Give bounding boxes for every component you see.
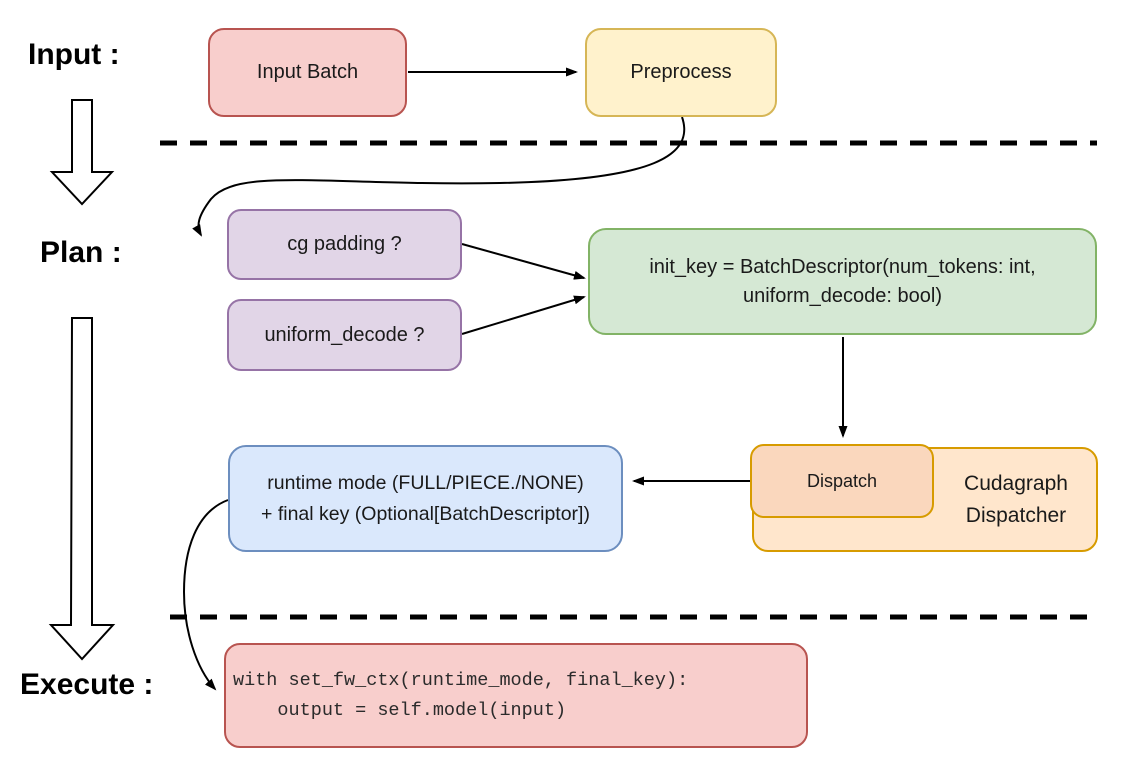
input-batch-label: Input Batch (256, 61, 359, 83)
execute-code-line2: output = self.model(input) (233, 699, 567, 721)
cudagraph-dispatcher-label: Cudagraph Dispatcher (934, 447, 1098, 552)
dispatch-node: Dispatch (750, 444, 934, 518)
execute-code-line1: with set_fw_ctx(runtime_mode, final_key)… (233, 669, 689, 691)
plan-stage-arrow (48, 317, 116, 661)
preprocess-node: Preprocess (585, 28, 777, 117)
arrow-preprocess-to-cgpadding (192, 116, 686, 237)
uniform-decode-label: uniform_decode ? (264, 323, 425, 346)
cudagraph-line1: Cudagraph (964, 472, 1068, 495)
preprocess-label: Preprocess (630, 61, 732, 83)
input-stage-label: Input : (28, 38, 120, 71)
cg-padding-label: cg padding ? (287, 233, 402, 255)
execute-stage-label: Execute : (20, 668, 154, 701)
init-key-line1: init_key = BatchDescriptor(num_tokens: i… (649, 255, 1036, 278)
plan-stage-label: Plan : (40, 236, 122, 269)
uniform-decode-node: uniform_decode ? (227, 299, 462, 371)
input-batch-node: Input Batch (208, 28, 407, 117)
runtime-mode-line2: + final key (Optional[BatchDescriptor]) (261, 502, 590, 525)
init-key-line2: uniform_decode: bool) (742, 284, 942, 307)
arrow-uniformdecode-to-initkey (461, 295, 586, 335)
arrow-runtimemode-to-executecode (182, 499, 229, 691)
init-key-node: init_key = BatchDescriptor(num_tokens: i… (588, 228, 1097, 335)
input-stage-arrow (49, 99, 115, 206)
cudagraph-line2: Dispatcher (965, 503, 1067, 527)
execute-code-node: with set_fw_ctx(runtime_mode, final_key)… (224, 643, 808, 748)
cg-padding-node: cg padding ? (227, 209, 462, 280)
runtime-mode-line1: runtime mode (FULL/PIECE./NONE) (267, 472, 584, 495)
dispatch-label: Dispatch (806, 470, 878, 491)
runtime-mode-node: runtime mode (FULL/PIECE./NONE) + final … (228, 445, 623, 552)
arrow-cgpadding-to-initkey (461, 243, 586, 280)
